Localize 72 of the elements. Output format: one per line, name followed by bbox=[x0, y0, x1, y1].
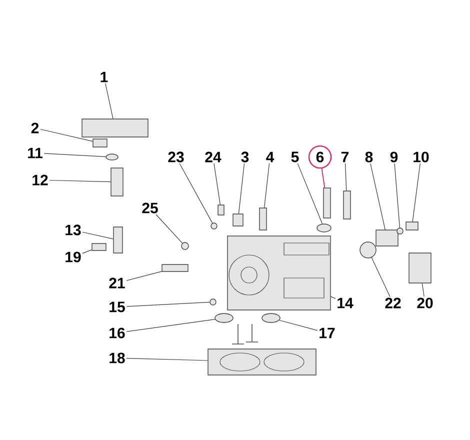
pin bbox=[92, 243, 106, 251]
callout-number: 3 bbox=[241, 152, 249, 162]
leader-line bbox=[264, 163, 270, 208]
callout-number: 10 bbox=[414, 152, 429, 162]
leader-line bbox=[156, 214, 183, 244]
cylinder-head-drawing bbox=[227, 236, 331, 310]
leader-line bbox=[370, 163, 386, 230]
callout-number: 5 bbox=[291, 152, 299, 162]
leader-line bbox=[394, 163, 400, 228]
seal-ring bbox=[214, 313, 234, 323]
callout-number: 18 bbox=[110, 352, 125, 364]
leader-line bbox=[179, 163, 213, 224]
callout-number: 8 bbox=[365, 152, 373, 162]
o-ring bbox=[106, 154, 118, 160]
callout-number: 2 bbox=[31, 122, 39, 134]
callout-number: 24 bbox=[205, 152, 222, 162]
leader-line bbox=[126, 302, 210, 307]
callout-number: 19 bbox=[66, 252, 81, 262]
leader-line bbox=[279, 320, 318, 331]
callout-number: 1 bbox=[100, 72, 108, 82]
leader-line bbox=[44, 153, 106, 157]
bolt bbox=[406, 222, 418, 230]
washer bbox=[316, 224, 332, 232]
leader-line bbox=[371, 257, 390, 297]
nut bbox=[396, 228, 404, 234]
clip bbox=[232, 214, 244, 226]
bolt bbox=[162, 264, 188, 272]
bracket bbox=[408, 252, 432, 284]
leader-line bbox=[49, 180, 111, 182]
leader-line bbox=[214, 163, 220, 205]
washer bbox=[210, 222, 218, 230]
leader-line bbox=[412, 163, 420, 222]
leader-line bbox=[105, 83, 114, 119]
lever-drawing bbox=[113, 226, 123, 254]
leader-line bbox=[82, 250, 92, 254]
gasket-drawing bbox=[208, 348, 316, 376]
callout-number: 6 bbox=[308, 145, 332, 169]
leader-line bbox=[40, 128, 93, 142]
pin bbox=[259, 208, 267, 230]
callout-number: 17 bbox=[320, 328, 335, 338]
callout-number: 14 bbox=[338, 298, 354, 308]
callout-number: 9 bbox=[390, 152, 398, 162]
leader-line bbox=[330, 296, 336, 299]
injector-drawing bbox=[110, 168, 124, 196]
callout-number: 22 bbox=[385, 298, 401, 308]
leader-line bbox=[422, 283, 424, 297]
leader-line bbox=[82, 232, 114, 240]
callout-number: 23 bbox=[168, 152, 184, 162]
leader-line bbox=[126, 318, 216, 332]
leader-line bbox=[344, 163, 347, 191]
screw bbox=[218, 204, 224, 216]
bracket bbox=[92, 138, 108, 148]
callout-number: 11 bbox=[28, 148, 42, 158]
callout-number: 16 bbox=[110, 328, 125, 338]
callout-number: 7 bbox=[341, 152, 349, 162]
callout-number: 15 bbox=[110, 302, 125, 312]
callout-number: 4 bbox=[266, 152, 274, 162]
bracket bbox=[376, 230, 398, 246]
bolt bbox=[343, 190, 351, 220]
leader-line bbox=[126, 271, 162, 281]
leader-line bbox=[321, 168, 326, 188]
ball bbox=[181, 242, 189, 250]
callout-number: 13 bbox=[66, 224, 81, 236]
leader-line bbox=[126, 358, 208, 361]
callout-number: 12 bbox=[32, 174, 48, 186]
callout-number: 20 bbox=[417, 298, 433, 308]
callout-number: 21 bbox=[109, 278, 125, 288]
seal-ring bbox=[262, 313, 280, 323]
callout-number: 25 bbox=[142, 202, 158, 214]
seal-ring bbox=[360, 242, 376, 258]
bolt bbox=[323, 188, 331, 218]
leader-line bbox=[238, 163, 245, 214]
